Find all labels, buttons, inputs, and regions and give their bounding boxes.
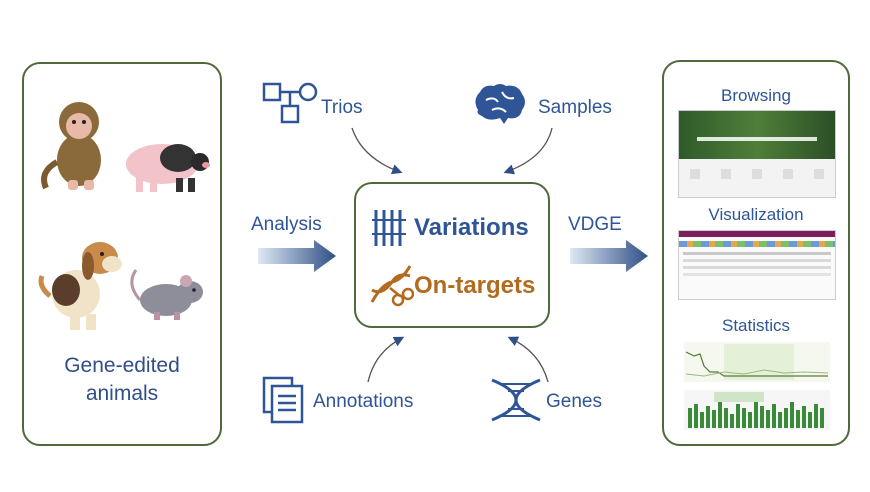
dog-icon (38, 242, 122, 330)
variations-title: Variations (414, 214, 529, 241)
document-icon (262, 376, 304, 424)
pig-icon (126, 144, 210, 192)
annotations-arrow (367, 336, 405, 383)
browsing-screenshot (678, 110, 836, 198)
samples-arrow (503, 127, 553, 175)
statistics-screenshot (684, 342, 830, 430)
variations-icon (372, 210, 406, 246)
rat-icon (130, 269, 203, 320)
pedigree-icon (262, 82, 318, 124)
visualization-title: Visualization (708, 205, 804, 224)
center-results-box: Variations On-targets (354, 182, 550, 328)
gene-edited-line2: animals (85, 382, 159, 405)
dna-icon (491, 378, 541, 422)
browsing-title: Browsing (721, 86, 791, 105)
genes-arrow (507, 336, 549, 383)
analysis-label: Analysis (251, 214, 322, 235)
statistics-title: Statistics (721, 316, 791, 335)
genes-label: Genes (546, 391, 602, 412)
gene-edited-line1: Gene-edited (64, 354, 180, 377)
monkey-icon (41, 102, 101, 190)
analysis-arrow (258, 240, 336, 272)
gene-edited-animals-panel: Gene-edited animals (22, 62, 222, 446)
on-targets-title: On-targets (414, 272, 536, 299)
brain-icon (475, 84, 525, 124)
samples-label: Samples (538, 97, 612, 118)
vdge-features-panel: Browsing Visualization Statistics (662, 60, 850, 446)
gene-edited-label: Gene-edited animals (24, 352, 220, 408)
vdge-arrow (570, 240, 648, 272)
crispr-scissors-icon (370, 265, 414, 307)
trios-arrow (351, 127, 403, 175)
visualization-screenshot (678, 230, 836, 300)
vdge-label: VDGE (568, 214, 622, 235)
trios-label: Trios (321, 97, 363, 118)
annotations-label: Annotations (313, 391, 414, 412)
